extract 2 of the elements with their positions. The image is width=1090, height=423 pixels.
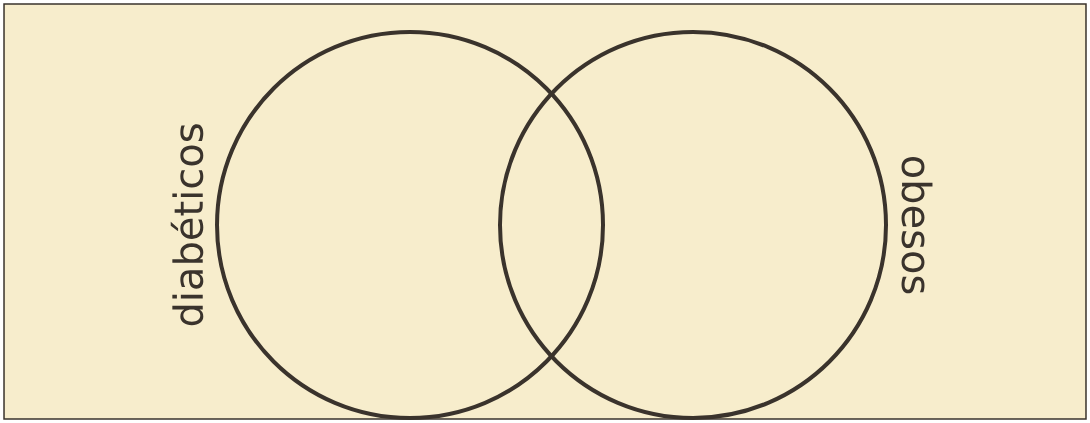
set-label: diabéticos: [170, 124, 204, 326]
set-label: obesos: [901, 156, 933, 294]
